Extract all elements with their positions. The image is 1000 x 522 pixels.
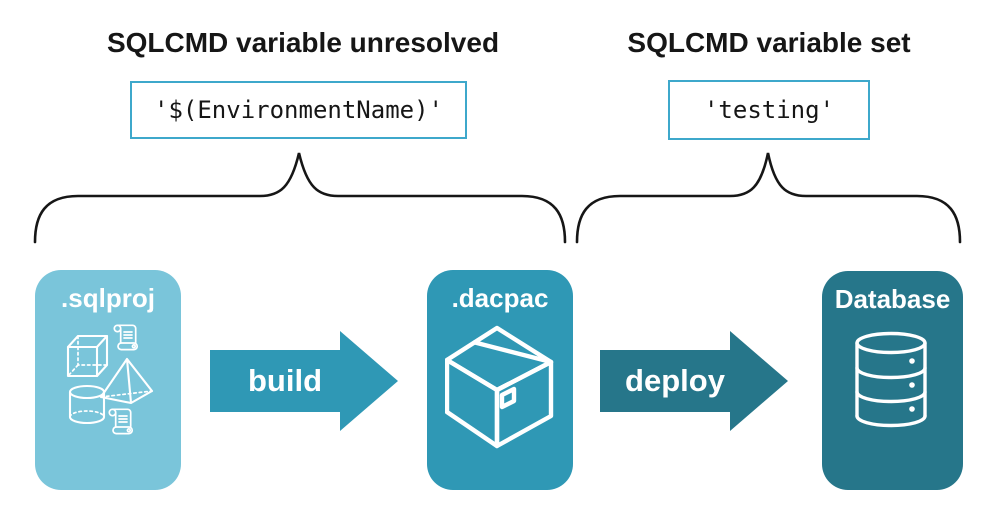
stage-card-dacpac: .dacpac [427, 270, 573, 490]
code-text-environment-name: '$(EnvironmentName)' [154, 96, 443, 124]
brace-left [33, 152, 567, 244]
stage-card-sqlproj: .sqlproj [35, 270, 181, 490]
deploy-arrow [600, 331, 788, 431]
package-box-icon [445, 325, 554, 449]
brace-right [575, 152, 962, 244]
build-arrow [210, 331, 398, 431]
database-icon [855, 331, 927, 428]
stage-label-database: Database [834, 284, 951, 314]
pyramid-icon [99, 357, 154, 405]
stage-card-database: Database [822, 271, 963, 490]
stage-label-sqlproj: .sqlproj [61, 283, 155, 313]
scope-braces [33, 152, 962, 244]
heading-sqlcmd-set: SQLCMD variable set [627, 27, 911, 58]
scroll-icon [108, 408, 134, 435]
code-box-environment-name: '$(EnvironmentName)' [130, 81, 467, 139]
deploy-arrow-label: deploy [625, 363, 725, 398]
code-box-testing: 'testing' [668, 80, 870, 140]
cube-icon [66, 334, 109, 378]
build-arrow-label: build [247, 363, 323, 398]
heading-sqlcmd-unresolved: SQLCMD variable unresolved [106, 27, 500, 58]
scroll-icon [113, 324, 139, 351]
cylinder-icon [68, 384, 106, 425]
sql-objects-icon [66, 324, 154, 435]
stage-label-dacpac: .dacpac [451, 283, 549, 313]
code-text-testing: 'testing' [703, 96, 835, 124]
